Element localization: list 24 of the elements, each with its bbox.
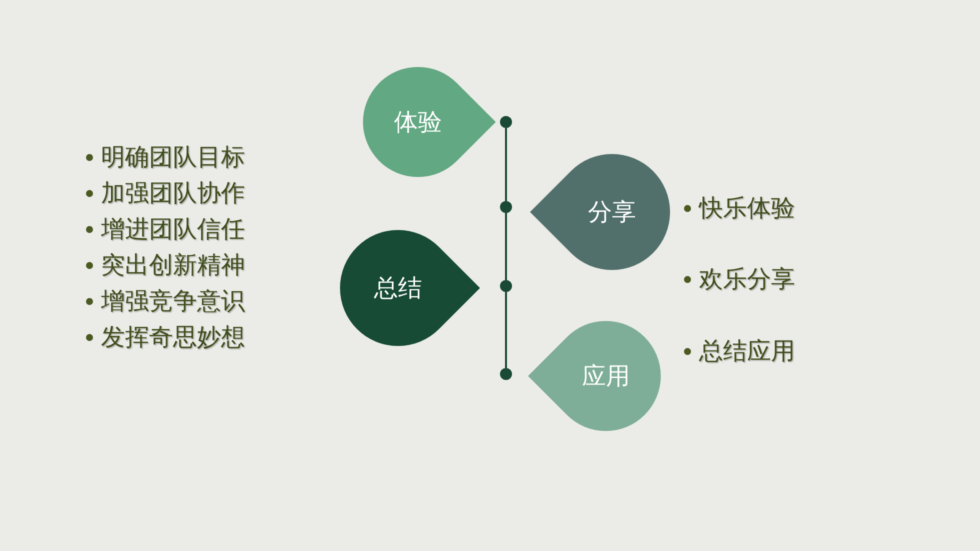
list-item: 发挥奇思妙想 [101,322,245,353]
list-item: 加强团队协作 [101,178,245,209]
connector-line [505,128,507,201]
node-label: 总结 [374,273,422,304]
list-item: 增强竞争意识 [101,286,245,317]
teardrop-shape [340,230,480,346]
list-item: 快乐体验 [699,193,795,224]
teardrop-shape [363,67,496,177]
list-item: 增进团队信任 [101,214,245,245]
list-item: 明确团队目标 [101,142,245,173]
node-label: 分享 [588,197,636,228]
connector-line [505,213,507,280]
dot-marker [500,368,512,380]
list-item: 总结应用 [699,336,795,367]
list-item: 欢乐分享 [699,264,795,295]
node-label: 应用 [582,361,630,392]
connector-line [505,292,507,368]
list-item: 突出创新精神 [101,250,245,281]
teardrop-shape [530,154,670,270]
node-label: 体验 [394,107,442,138]
dot-marker [500,116,512,128]
dot-marker [500,280,512,292]
teardrop-shape [528,321,661,431]
dot-marker [500,201,512,213]
